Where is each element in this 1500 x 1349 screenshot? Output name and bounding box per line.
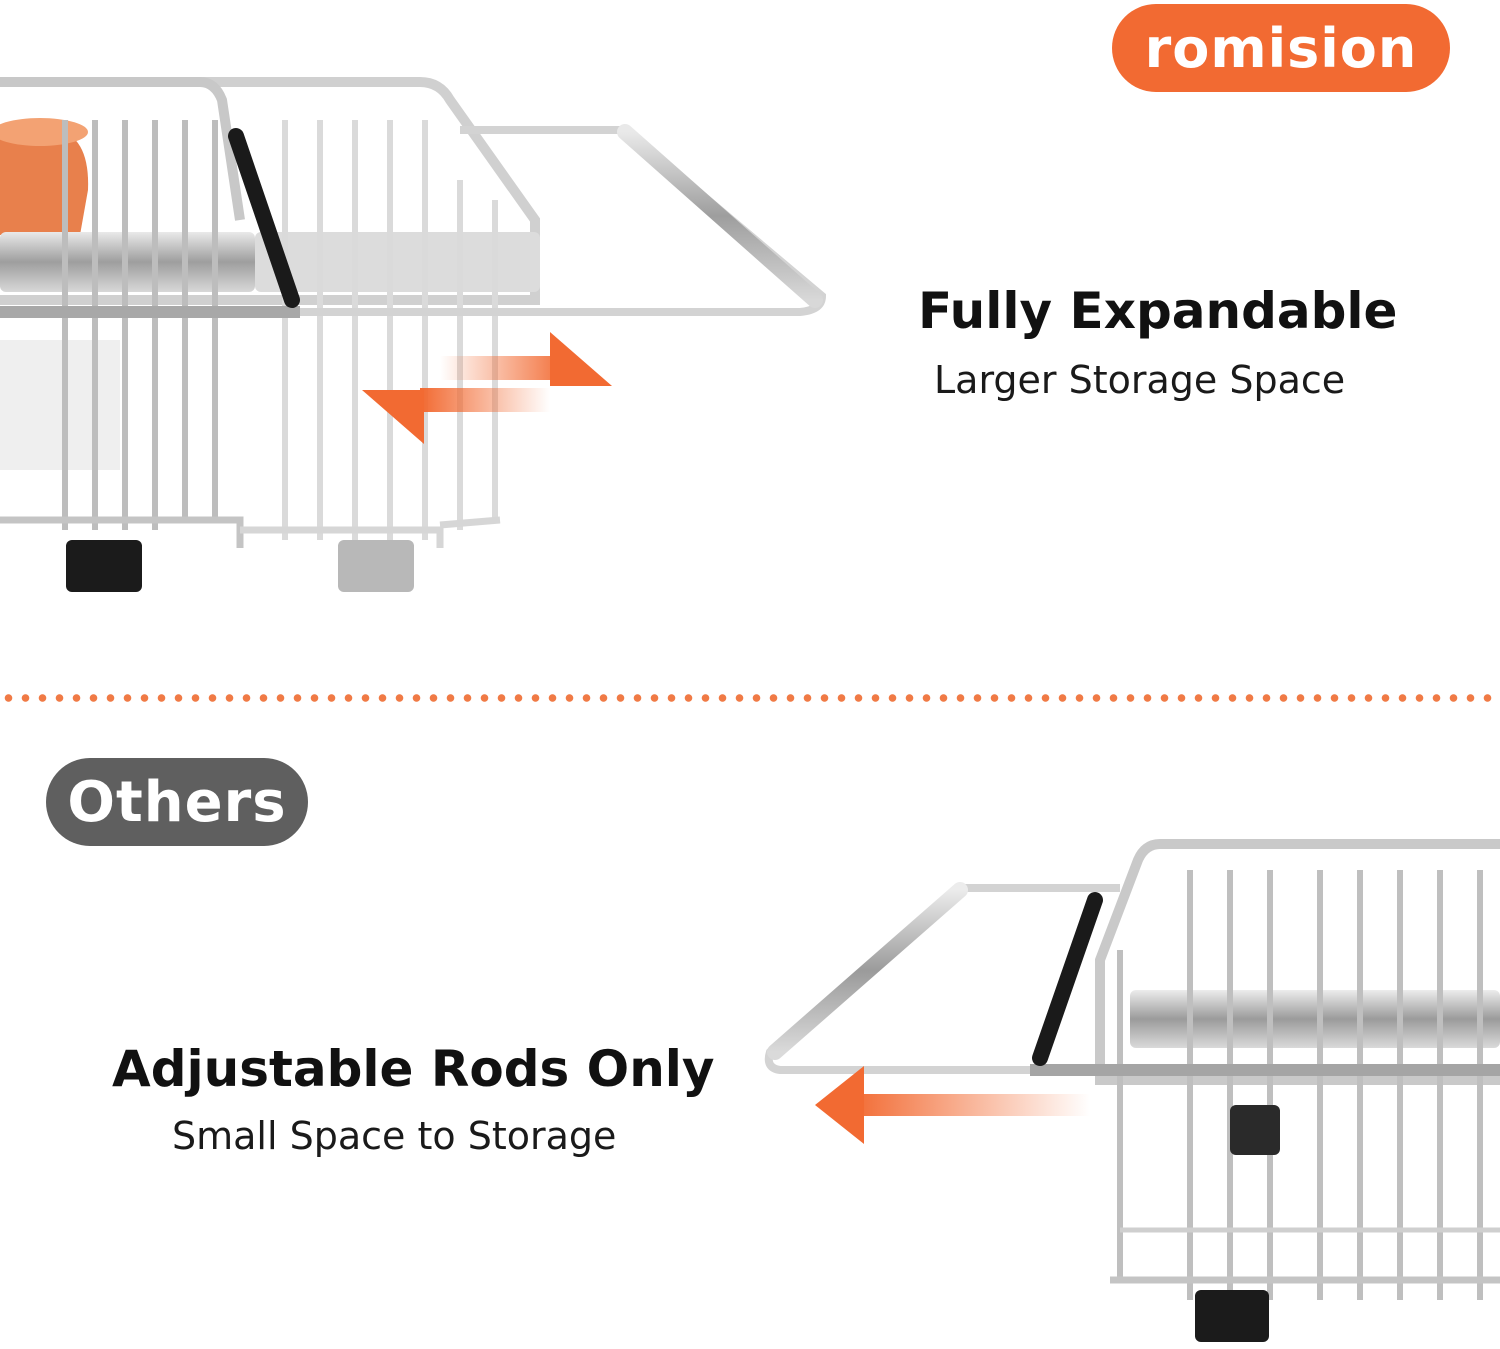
feature-subtitle: Larger Storage Space bbox=[934, 358, 1346, 402]
expand-arrows-icon bbox=[362, 332, 612, 444]
others-label: Others bbox=[67, 769, 287, 835]
rods-only-rack-illustration bbox=[764, 839, 1500, 1342]
expandable-rack-illustration bbox=[0, 77, 827, 592]
foot-gray bbox=[338, 540, 414, 592]
others-badge: Others bbox=[46, 758, 308, 846]
brand-badge: romision bbox=[1112, 4, 1450, 92]
others-subtitle: Small Space to Storage bbox=[172, 1114, 617, 1158]
section-divider bbox=[0, 693, 1500, 703]
others-title: Adjustable Rods Only bbox=[112, 1040, 715, 1098]
foot-black bbox=[66, 540, 142, 592]
retract-arrow-icon bbox=[815, 1066, 1090, 1144]
feature-title: Fully Expandable bbox=[918, 282, 1398, 340]
foot-black bbox=[1195, 1290, 1269, 1342]
brand-name: romision bbox=[1144, 16, 1418, 80]
